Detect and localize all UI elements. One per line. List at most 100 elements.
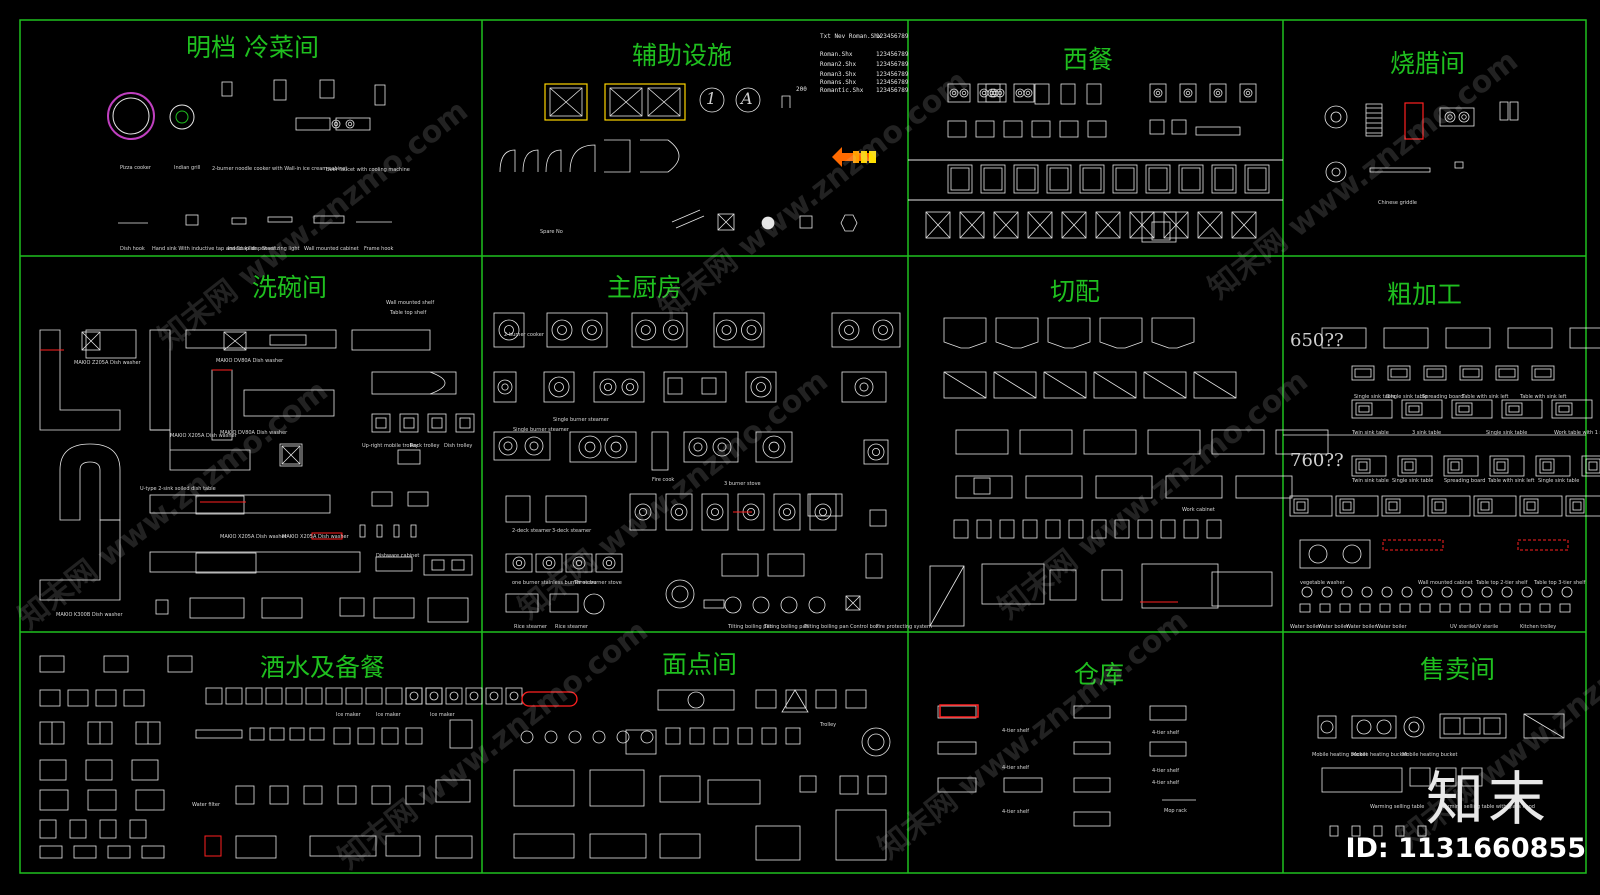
cad-symbol xyxy=(1231,211,1257,239)
equipment-outline xyxy=(373,597,415,619)
equipment-outline xyxy=(185,329,337,349)
sink-symbol xyxy=(1296,501,1306,511)
burner-symbol xyxy=(778,503,796,521)
equipment-outline xyxy=(423,554,473,576)
cabinet-symbol xyxy=(647,87,681,117)
equipment-outline xyxy=(149,494,331,514)
sink-symbol xyxy=(1431,498,1447,514)
equipment-outline xyxy=(445,687,463,705)
cad-symbol xyxy=(1043,371,1087,399)
equipment-label: Up-right mobile trolley xyxy=(362,443,419,449)
burner-symbol xyxy=(605,559,613,567)
equipment-outline xyxy=(427,597,469,623)
burner-symbol xyxy=(670,503,688,521)
section-title-mingdang: 明档 冷菜间 xyxy=(186,33,319,62)
burner-symbol xyxy=(524,436,544,456)
equipment-outline xyxy=(123,689,145,707)
burner-symbol xyxy=(717,442,727,452)
burner-symbol xyxy=(529,441,539,451)
equipment-outline xyxy=(1079,164,1105,194)
burner-symbol xyxy=(345,119,355,129)
equipment-outline xyxy=(546,312,608,348)
equipment-label: Wall mounted cabinet xyxy=(304,246,359,252)
sink-symbol xyxy=(1508,405,1520,413)
equipment-label: Twin sink table xyxy=(1352,478,1389,484)
equipment-outline xyxy=(39,689,61,707)
hexagon-symbol xyxy=(840,214,858,232)
equipment-outline xyxy=(835,809,887,861)
equipment-outline xyxy=(1559,603,1571,613)
burner-symbol xyxy=(640,325,651,335)
sink-symbol xyxy=(1555,402,1573,416)
equipment-outline xyxy=(465,687,483,705)
equipment-outline xyxy=(1143,371,1187,399)
burner-symbol xyxy=(706,503,724,521)
equipment-outline xyxy=(1483,717,1501,735)
burner-symbol xyxy=(1153,88,1163,98)
cabinet-symbol xyxy=(647,87,681,117)
equipment-outline xyxy=(1507,327,1553,349)
equipment-outline xyxy=(1083,429,1137,455)
equipment-outline xyxy=(1112,164,1138,194)
cabinet-symbol xyxy=(281,445,301,465)
dish-counter xyxy=(150,429,251,471)
equipment-outline xyxy=(1197,211,1223,239)
equipment-outline xyxy=(149,551,361,573)
hood-symbol xyxy=(943,317,987,349)
equipment-outline xyxy=(1289,495,1333,517)
equipment-outline xyxy=(985,83,1007,103)
boiling-pan xyxy=(724,596,742,614)
equipment-outline xyxy=(1329,825,1339,837)
boiler-symbol xyxy=(1481,586,1493,598)
section-title-xiwan: 洗碗间 xyxy=(252,273,328,302)
equipment-label: MAKIO X205A Dish washer xyxy=(282,534,349,540)
equipment-outline xyxy=(701,377,717,395)
font-legend-sample: 123456789 xyxy=(876,87,909,94)
equipment-outline xyxy=(309,835,377,857)
equipment-outline xyxy=(841,371,887,403)
burner-symbol xyxy=(783,507,792,516)
equipment-outline xyxy=(1211,429,1265,455)
equipment-outline xyxy=(1439,713,1507,739)
equipment-label: Warming selling table xyxy=(1370,804,1425,810)
equipment-label: Table top 3-tier shelf xyxy=(1534,580,1586,586)
equipment-outline xyxy=(141,845,165,859)
equipment-outline xyxy=(1016,167,1036,191)
equipment-outline xyxy=(345,687,363,705)
equipment-outline xyxy=(1068,519,1084,539)
equipment-label: Mobile heating bucket xyxy=(1402,752,1458,758)
equipment-outline xyxy=(865,553,883,579)
burner-symbol xyxy=(951,90,957,96)
equipment-label: Table top shelf xyxy=(390,310,427,316)
burner-symbol xyxy=(581,319,603,341)
equipment-outline xyxy=(663,371,727,403)
equipment-label: Pizza cooker xyxy=(120,165,151,171)
mixer-symbol xyxy=(592,730,606,744)
section-title-zhuchu: 主厨房 xyxy=(607,273,683,302)
equipment-outline xyxy=(1114,519,1130,539)
cabinet-symbol xyxy=(81,331,101,351)
equipment-outline xyxy=(1160,519,1176,539)
equipment-outline xyxy=(1151,221,1171,241)
equipment-outline xyxy=(1141,211,1177,243)
cabinet-symbol xyxy=(549,87,583,117)
equipment-outline xyxy=(435,779,471,803)
equipment-outline xyxy=(1351,825,1361,837)
equipment-outline xyxy=(325,687,343,705)
burner-symbol xyxy=(1243,88,1253,98)
equipment-label: Mop rack xyxy=(1164,808,1187,814)
equipment-label: Fire cook xyxy=(652,477,675,483)
equipment-outline xyxy=(1373,825,1383,837)
equipment-label: Indian grill xyxy=(174,165,201,171)
equipment-outline xyxy=(1244,164,1270,194)
font-legend-name: Romantic.Shx xyxy=(820,87,864,94)
equipment-outline xyxy=(1365,103,1383,137)
equipment-outline xyxy=(405,785,425,805)
equipment-outline xyxy=(305,687,323,705)
equipment-outline xyxy=(1101,569,1123,601)
equipment-outline xyxy=(589,769,645,807)
equipment-outline xyxy=(195,552,257,574)
equipment-label: 3 burner stove xyxy=(724,481,761,487)
font-legend-name: Romans.Shx xyxy=(820,79,857,86)
